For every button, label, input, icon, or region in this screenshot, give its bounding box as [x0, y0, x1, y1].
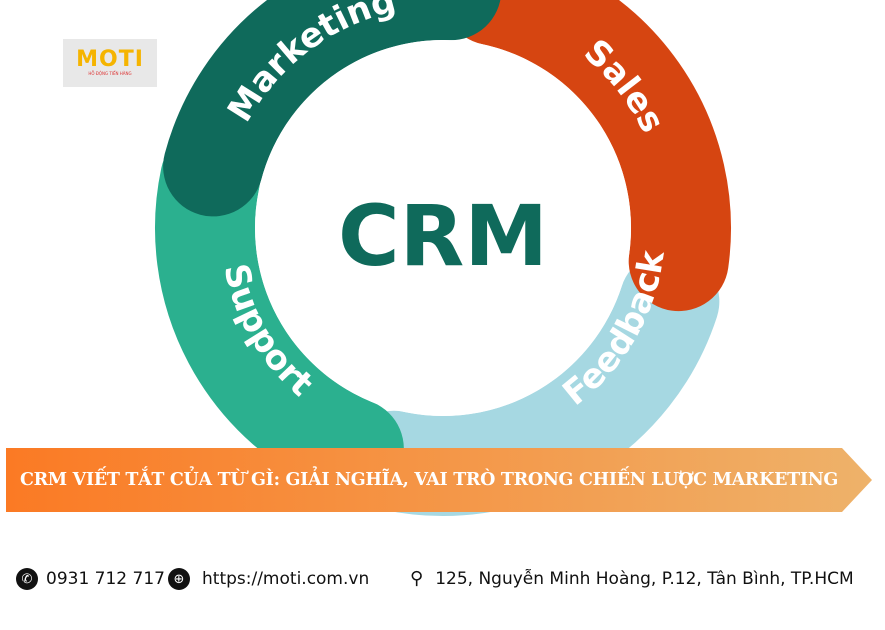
logo-tagline: HỖ ĐỘNG TIẾN HÀNG: [88, 71, 132, 76]
phone-icon: ✆: [16, 568, 38, 590]
segment-sales: [443, 0, 731, 312]
banner-arrow-shape: [6, 448, 872, 512]
center-label: CRM: [338, 187, 548, 285]
address-text: 125, Nguyễn Minh Hoàng, P.12, Tân Bình, …: [435, 568, 854, 589]
segment-support: [155, 128, 404, 499]
globe-icon: ⊕: [168, 568, 190, 590]
title-banner: CRM VIẾT TẮT CỦA TỪ GÌ: GIẢI NGHĨA, VAI …: [6, 448, 872, 512]
logo-text: MOTI: [76, 47, 144, 72]
center-circle: [255, 40, 631, 416]
contact-phone[interactable]: ✆ 0931 712 717: [16, 568, 165, 590]
location-pin-icon: ⚲: [410, 568, 424, 589]
website-link[interactable]: https://moti.com.vn: [202, 569, 370, 589]
contact-website[interactable]: ⊕ https://moti.com.vn: [168, 568, 369, 590]
phone-number: 0931 712 717: [46, 569, 165, 589]
page-title: CRM VIẾT TẮT CỦA TỪ GÌ: GIẢI NGHĨA, VAI …: [19, 470, 839, 490]
moti-logo: MOTI HỖ ĐỘNG TIẾN HÀNG: [63, 39, 157, 87]
segment-marketing: [163, 0, 501, 217]
contact-address: ⚲ 125, Nguyễn Minh Hoàng, P.12, Tân Bình…: [410, 568, 854, 589]
